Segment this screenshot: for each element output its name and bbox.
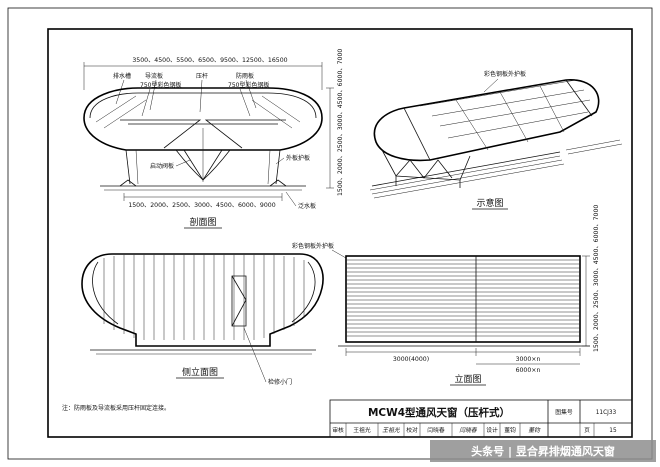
atlas-number: 11CJ33 <box>596 410 617 416</box>
watermark-bar <box>430 440 656 462</box>
schematic-caption: 示意图 <box>476 197 503 209</box>
side-ribs <box>103 255 305 340</box>
drawing-note: 注：防雨板及导流板采用压杆固定连接。 <box>62 404 170 412</box>
label-steel-right: 750型彩色钢板 <box>228 81 269 89</box>
label-drain-channel: 排水槽 <box>113 72 131 80</box>
front-label: 彩色钢板外护板 <box>292 242 334 250</box>
front-elevation: 彩色钢板外护板 <box>292 205 600 386</box>
front-right-dims: 1500、2000、2500、3000、4500、6000、7000 <box>593 205 600 352</box>
design-signature: 董钧 <box>528 427 541 434</box>
design-name: 董钧 <box>504 426 516 434</box>
review-label: 审核 <box>332 426 344 434</box>
label-parapet: 外板护板 <box>286 154 310 162</box>
label-rain-plate: 防雨板 <box>236 72 254 80</box>
front-dim-total: 6000×n <box>516 367 541 374</box>
check-label: 校对 <box>406 426 418 434</box>
section-right-dims: 1500、2000、2500、3000、4500、6000、7000 <box>337 49 344 196</box>
front-dim-left: 3000(4000) <box>393 356 429 363</box>
side-elevation: 检修小门 侧立面图 <box>81 253 324 386</box>
page-number: 15 <box>609 428 617 434</box>
front-caption: 立面图 <box>454 373 481 385</box>
check-name: 闫晓春 <box>427 426 445 434</box>
front-slats <box>346 259 580 337</box>
check-signature: 闫晓春 <box>459 427 478 434</box>
watermark-text: 头条号 | 昱合昇排烟通风天窗 <box>471 444 615 458</box>
label-inspection-door: 检修小门 <box>268 378 292 386</box>
front-panel <box>345 255 581 343</box>
section-bottom-dims: 1500、2000、2500、3000、4500、6000、9000 <box>128 202 275 209</box>
outer-border <box>7 7 653 460</box>
label-damper: 启动阀板 <box>150 162 174 170</box>
label-guide-plate: 导流板 <box>145 72 163 80</box>
review-name: 王祖光 <box>353 426 371 434</box>
side-caption: 侧立面图 <box>182 366 218 378</box>
design-label: 设计 <box>486 426 498 434</box>
review-signature: 王祖光 <box>382 427 401 434</box>
label-press-bar: 压杆 <box>196 72 208 80</box>
section-top-dims: 3500、4500、5500、6500、9500、12500、16500 <box>132 57 287 64</box>
atlas-label: 图集号 <box>555 408 573 416</box>
title-block: MCW4型通风天窗（压杆式） 图集号 11CJ33 审核 王祖光 王祖光 校对 … <box>329 399 633 438</box>
schematic-view: 彩色钢板外护板 示意图 <box>369 70 623 210</box>
schematic-label: 彩色钢板外护板 <box>484 70 526 78</box>
front-dim-right: 3000×n <box>516 356 541 363</box>
page-label: 页 <box>584 427 590 434</box>
label-flashing: 泛水板 <box>298 202 316 210</box>
label-steel-left: 750型彩色钢板 <box>140 81 181 89</box>
title-block-title: MCW4型通风天窗（压杆式） <box>368 406 510 419</box>
section-caption: 剖面图 <box>189 216 216 228</box>
section-view: 3500、4500、5500、6500、9500、12500、16500 排水槽… <box>83 49 344 229</box>
